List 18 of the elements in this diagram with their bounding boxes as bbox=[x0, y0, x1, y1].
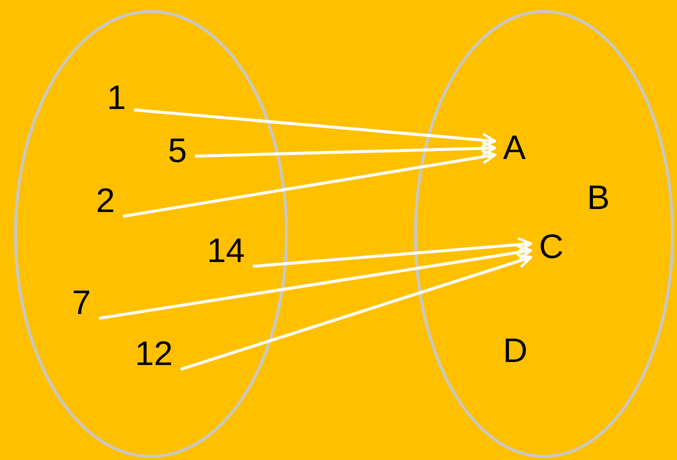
arrow bbox=[98, 244, 532, 320]
set-element: 1 bbox=[99, 81, 134, 115]
set-element: D bbox=[495, 334, 536, 368]
arrow bbox=[180, 254, 532, 371]
ellipse-shape bbox=[14, 10, 288, 458]
set-element: B bbox=[579, 181, 618, 215]
arrow bbox=[134, 108, 496, 148]
set-element: 5 bbox=[160, 134, 195, 168]
ellipse-shape bbox=[414, 10, 674, 458]
set-element: 12 bbox=[127, 337, 181, 371]
set-element: A bbox=[495, 131, 534, 165]
arrow bbox=[122, 149, 496, 218]
set-element: 14 bbox=[199, 234, 253, 268]
set-element: 2 bbox=[88, 184, 123, 218]
arrow bbox=[194, 140, 496, 158]
set-element: C bbox=[531, 230, 572, 264]
arrow bbox=[252, 237, 532, 268]
set-element: 7 bbox=[64, 286, 99, 320]
